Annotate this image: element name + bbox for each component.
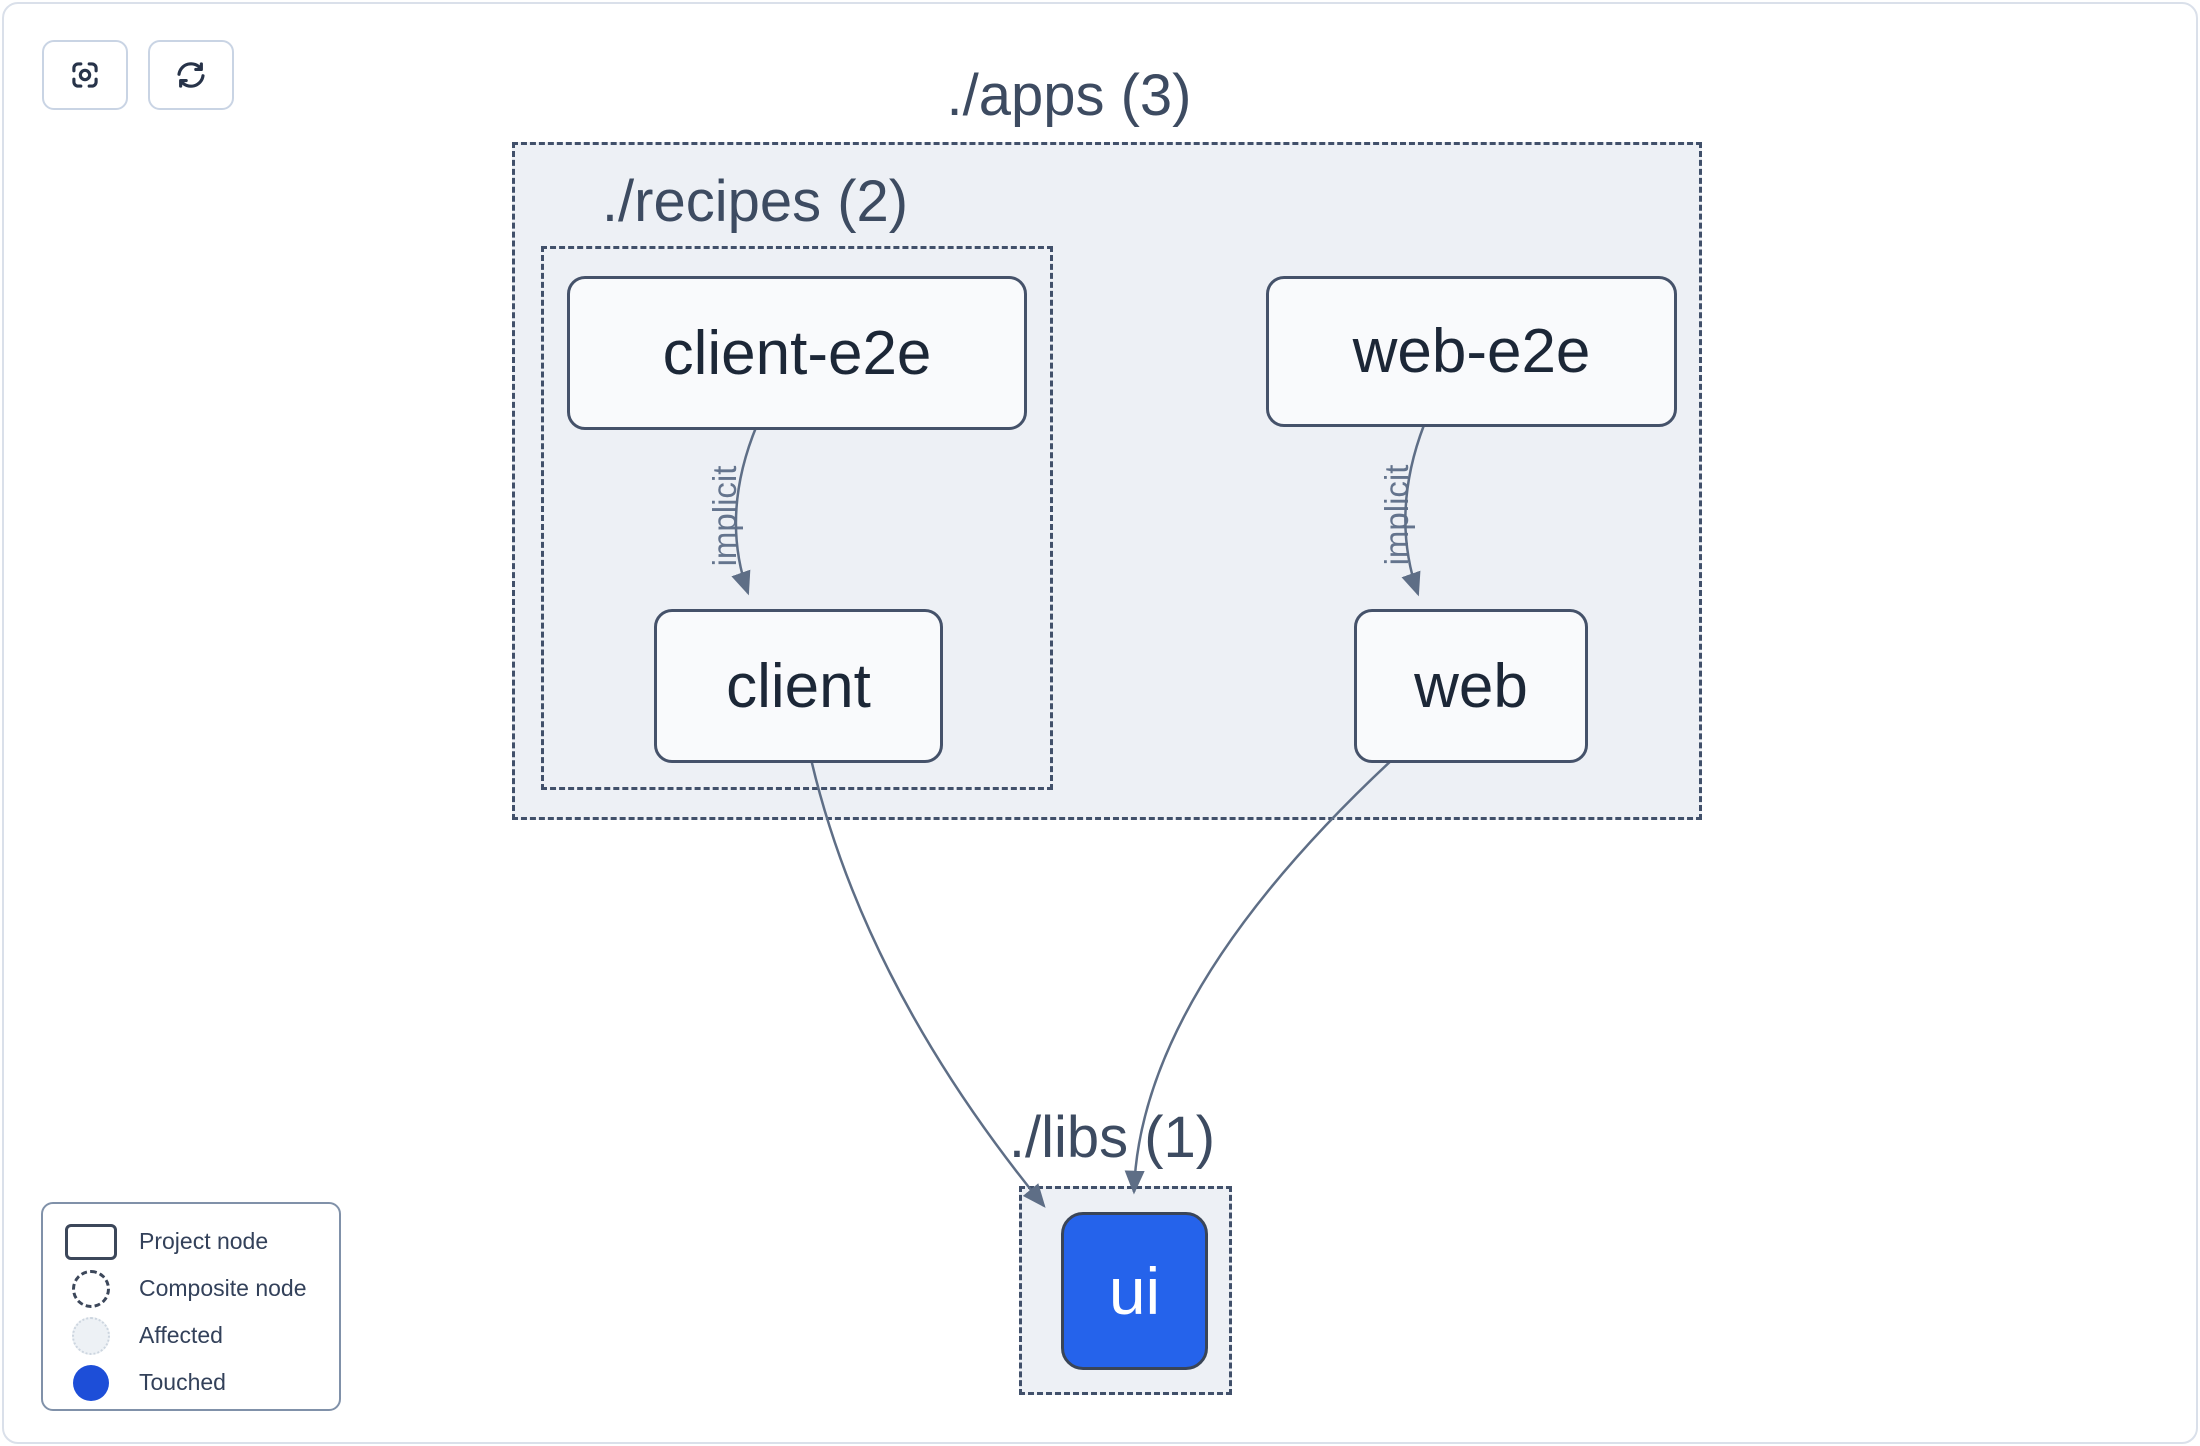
edge-label-implicit-client: implicit bbox=[706, 465, 743, 567]
node-label: web bbox=[1414, 651, 1528, 721]
legend-item-project-node: Project node bbox=[43, 1218, 339, 1265]
edge-label-implicit-web: implicit bbox=[1378, 464, 1415, 566]
node-web[interactable]: web bbox=[1354, 609, 1588, 763]
legend-label: Composite node bbox=[139, 1275, 307, 1301]
node-label: client bbox=[726, 651, 871, 721]
focus-icon bbox=[72, 62, 98, 88]
focus-button[interactable] bbox=[42, 40, 128, 110]
group-recipes-title: ./recipes (2) bbox=[601, 169, 909, 234]
group-libs-title: ./libs (1) bbox=[1008, 1105, 1216, 1170]
node-client[interactable]: client bbox=[654, 609, 943, 763]
legend: Project node Composite node Affected Tou… bbox=[41, 1202, 341, 1411]
touched-swatch bbox=[43, 1364, 139, 1401]
node-label: web-e2e bbox=[1352, 317, 1591, 386]
legend-item-affected: Affected bbox=[43, 1312, 339, 1359]
affected-swatch bbox=[43, 1316, 139, 1355]
node-web-e2e[interactable]: web-e2e bbox=[1266, 276, 1677, 427]
legend-label: Project node bbox=[139, 1228, 269, 1254]
group-apps-title: ./apps (3) bbox=[946, 63, 1192, 128]
refresh-icon bbox=[177, 62, 205, 88]
toolbar bbox=[42, 40, 234, 110]
node-label: client-e2e bbox=[662, 318, 932, 388]
legend-label: Affected bbox=[139, 1322, 223, 1348]
project-node-swatch bbox=[43, 1223, 139, 1260]
node-label: ui bbox=[1108, 1254, 1161, 1328]
node-ui[interactable]: ui bbox=[1061, 1212, 1208, 1370]
refresh-button[interactable] bbox=[148, 40, 234, 110]
node-client-e2e[interactable]: client-e2e bbox=[567, 276, 1027, 430]
legend-item-touched: Touched bbox=[43, 1359, 339, 1406]
legend-label: Touched bbox=[139, 1369, 226, 1395]
composite-node-swatch bbox=[43, 1269, 139, 1308]
legend-item-composite-node: Composite node bbox=[43, 1265, 339, 1312]
